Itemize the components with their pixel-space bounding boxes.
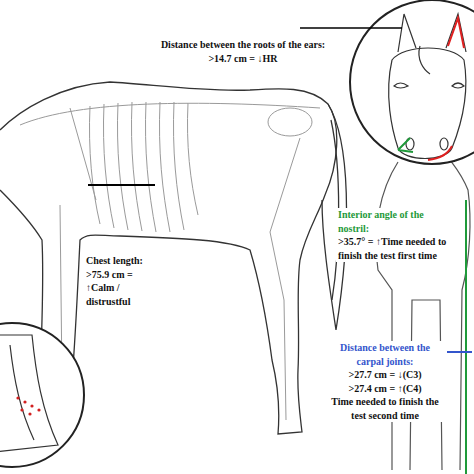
annotation-text: Distance between the roots of the ears:: [140, 38, 346, 52]
annotation-text: Chest length:: [84, 254, 158, 268]
annotation-text: >27.4 cm = ↑(C4): [326, 382, 444, 396]
annotation-text: >27.7 cm = ↓(C3): [326, 368, 444, 382]
annotation-text: Time needed to finish the test second ti…: [326, 395, 444, 422]
annotation-text: >75.9 cm = ↑Calm / distrustful: [84, 268, 158, 309]
ear-label-group: Distance between the roots of the ears:>…: [140, 38, 346, 65]
annotation-text: Interior angle of the nostril:: [336, 208, 456, 235]
chest-label-group: Chest length:>75.9 cm = ↑Calm / distrust…: [84, 254, 158, 308]
annotation-text: >14.7 cm = ↓HR: [140, 52, 346, 66]
annotation-text: Distance between the carpal joints:: [326, 341, 444, 368]
annotation-text: >35.7° = ↑Time needed to finish the test…: [336, 235, 456, 262]
nostril-label-group: Interior angle of the nostril:>35.7° = ↑…: [336, 208, 456, 262]
carpal-label-group: Distance between the carpal joints:>27.7…: [326, 341, 444, 422]
